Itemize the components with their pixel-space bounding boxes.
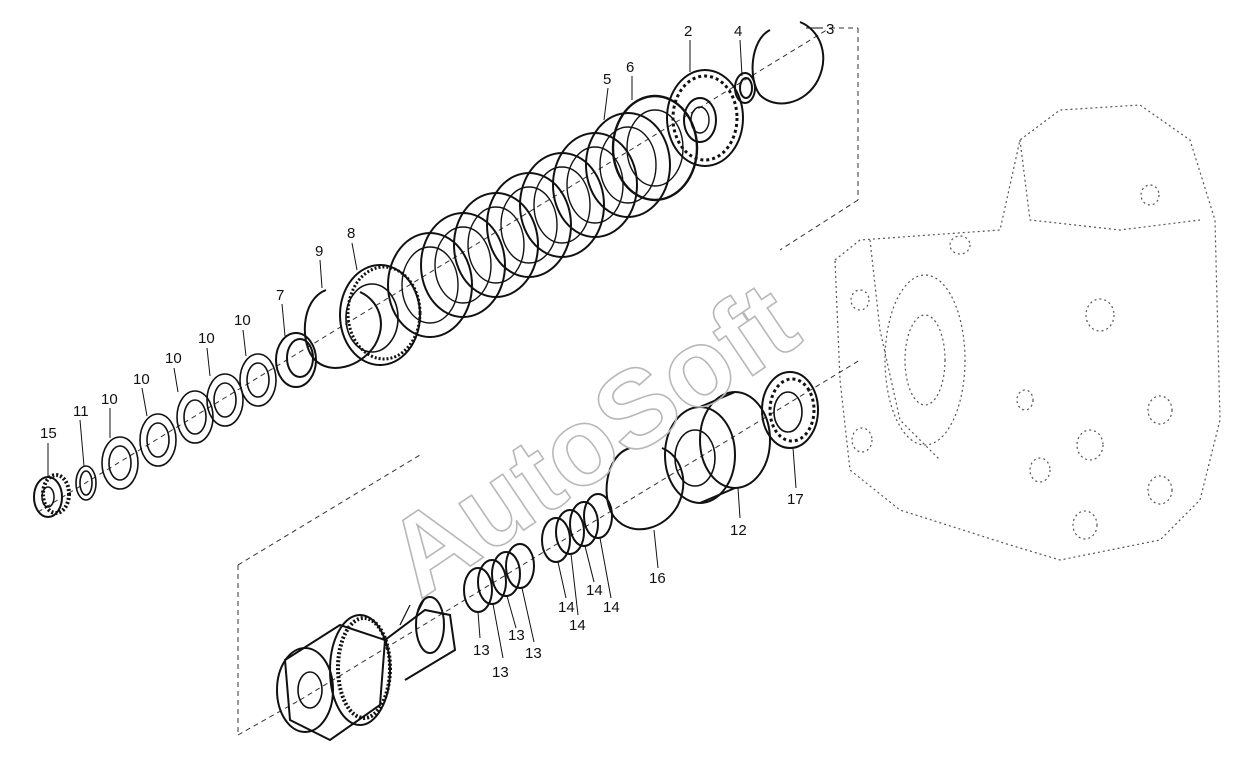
part-10-shims — [101, 353, 277, 490]
callout-17: 17 — [787, 491, 804, 508]
callout-13-d: 13 — [525, 645, 542, 662]
leader-lines — [47, 27, 823, 659]
callout-10-c: 10 — [165, 350, 182, 367]
output-shaft-assembly — [276, 596, 457, 742]
callout-13-a: 13 — [473, 642, 490, 659]
part-5-6-clutch-disc-stack — [387, 94, 699, 338]
part-17-bearing — [761, 371, 819, 449]
callout-16: 16 — [649, 570, 666, 587]
callout-14-b: 14 — [569, 617, 586, 634]
callout-14-a: 14 — [558, 599, 575, 616]
part-12-carrier — [664, 391, 771, 504]
part-2-bearing — [666, 69, 744, 167]
transmission-housing — [834, 104, 1221, 561]
callout-4: 4 — [734, 23, 742, 40]
callout-5: 5 — [603, 71, 611, 88]
part-13-seal-rings — [463, 543, 535, 613]
watermark-text: AutoSoft — [365, 258, 819, 620]
callout-14-c: 14 — [586, 582, 603, 599]
callout-7: 7 — [276, 287, 284, 304]
part-15-nut — [33, 473, 71, 518]
callout-8: 8 — [347, 225, 355, 242]
callout-10-a: 10 — [101, 391, 118, 408]
part-4-ring — [734, 72, 756, 104]
part-8-end-plate — [339, 264, 422, 366]
callout-3: 3 — [826, 21, 834, 38]
callout-10-d: 10 — [198, 330, 215, 347]
callout-13-c: 13 — [508, 627, 525, 644]
callout-6: 6 — [626, 59, 634, 76]
callout-labels: 2 4 3 5 6 8 9 7 10 10 10 10 10 11 15 13 … — [40, 21, 834, 681]
callout-10-b: 10 — [133, 371, 150, 388]
part-14-rings — [541, 493, 613, 563]
callout-2: 2 — [684, 23, 692, 40]
callout-11: 11 — [73, 403, 89, 420]
lower-assembly-axis — [237, 359, 861, 736]
callout-14-d: 14 — [603, 599, 620, 616]
callout-12: 12 — [730, 522, 747, 539]
callout-15: 15 — [40, 425, 57, 442]
part-9-snap-ring — [303, 289, 382, 369]
callout-13-b: 13 — [492, 664, 509, 681]
callout-10-e: 10 — [234, 312, 251, 329]
part-3-snap-ring — [751, 21, 825, 105]
upper-assembly-axis — [37, 27, 859, 513]
part-7-ring — [275, 332, 317, 388]
part-11-ring — [75, 465, 97, 501]
part-16-snap-ring — [605, 447, 685, 531]
callout-9: 9 — [315, 243, 323, 260]
